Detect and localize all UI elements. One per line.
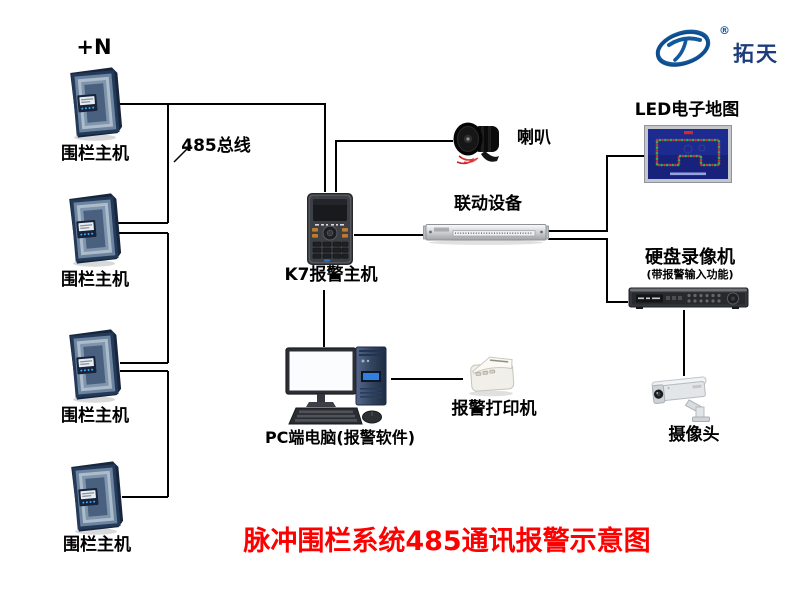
- label-linkage: 联动设备: [454, 194, 522, 214]
- label-camera: 摄像头: [668, 425, 720, 445]
- pc-mouse: [361, 410, 383, 424]
- label-fence-host-3: 围栏主机: [61, 406, 129, 426]
- wire-host1-to-k7: [118, 103, 326, 192]
- led-map-device: [644, 125, 732, 185]
- label-k7: K7报警主机: [284, 265, 378, 285]
- label-led-map: LED电子地图: [634, 100, 740, 120]
- label-dvr-sub: (带报警输入功能): [646, 268, 734, 281]
- wire-linkage-to-dvr: [548, 238, 628, 303]
- label-dvr: 硬盘录像机: [645, 247, 735, 268]
- label-fence-host-1: 围栏主机: [61, 144, 129, 164]
- pc-monitor: [285, 347, 357, 411]
- printer-device: [463, 348, 521, 398]
- wire-k7-to-speaker: [335, 140, 453, 192]
- fence-host-device-4: [65, 460, 127, 536]
- bus-label-pointer-line: [173, 144, 192, 163]
- pc-tower: [354, 346, 388, 408]
- label-fence-host-4: 围栏主机: [63, 535, 131, 555]
- bus-count-label: +N: [76, 35, 112, 59]
- wire-linkage-to-ledmap: [548, 155, 644, 232]
- fence-host-device-1: [64, 66, 126, 142]
- speaker-device: [451, 114, 507, 170]
- diagram-title: 脉冲围栏系统485通讯报警示意图: [243, 526, 651, 557]
- fence-host-device-2: [63, 192, 125, 268]
- bus-label: 485总线: [181, 136, 251, 156]
- k7-alarm-host-device: [305, 192, 355, 266]
- pc-keyboard: [287, 406, 363, 428]
- fence-host-device-3: [63, 328, 125, 404]
- brand-name: 拓天: [733, 42, 779, 66]
- linkage-device: [423, 220, 549, 246]
- label-fence-host-2: 围栏主机: [61, 270, 129, 290]
- dvr-device: [628, 285, 749, 311]
- brand-logo: ® 拓天: [650, 18, 795, 78]
- label-pc: PC端电脑(报警软件): [264, 428, 416, 447]
- label-printer: 报警打印机: [451, 399, 537, 419]
- camera-device: [649, 374, 721, 426]
- label-speaker: 喇叭: [517, 128, 551, 148]
- registered-mark: ®: [719, 24, 730, 37]
- logo-swirl-icon: [652, 22, 718, 74]
